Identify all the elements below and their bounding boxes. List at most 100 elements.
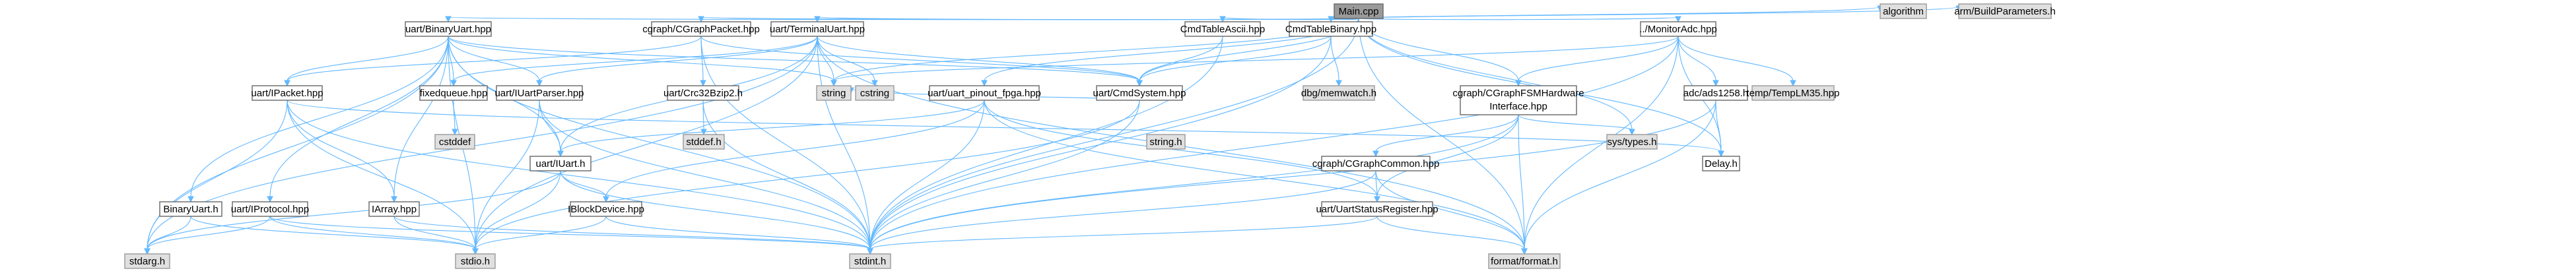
node-delay[interactable]: Delay.h [1702, 156, 1740, 171]
edge-fsmhw-to-systypes [1518, 114, 1635, 136]
node-box [1683, 85, 1748, 101]
edge-arrowhead [1712, 80, 1719, 87]
edge-arrowhead [284, 80, 290, 87]
node-label: uart/TerminalUart.hpp [770, 24, 865, 35]
node-box [1640, 21, 1716, 37]
edge-monitoradc-to-fsmhw [1515, 36, 1679, 87]
edge-line [1375, 114, 1519, 152]
edge-main-to-fsmhw [1358, 18, 1522, 87]
node-memwatch[interactable]: dbg/memwatch.h [1301, 85, 1376, 101]
edge-arrowhead [187, 196, 194, 203]
edge-line [817, 36, 834, 82]
edge-terminaluart-to-stdint [817, 36, 873, 255]
edge-uartpinout-to-iuart [557, 100, 985, 158]
node-label: IBlockDevice.hpp [568, 204, 644, 215]
edge-line [869, 18, 1359, 250]
node-cmdtableascii[interactable]: CmdTableAscii.hpp [1180, 21, 1265, 37]
edge-main-to-buildparams [1358, 5, 1962, 19]
node-label: Main.cpp [1339, 6, 1379, 17]
node-binaryuart[interactable]: uart/BinaryUart.hpp [405, 21, 492, 37]
node-binaryuarth[interactable]: BinaryUart.h [159, 201, 222, 217]
node-box [252, 85, 323, 101]
node-statusreg[interactable]: uart/UartStatusRegister.hpp [1316, 201, 1439, 217]
node-box [1303, 85, 1375, 101]
edge-cmdtableascii-to-cmdsystem [1136, 36, 1223, 87]
node-box [1321, 156, 1431, 171]
node-iarray[interactable]: IArray.hpp [368, 201, 420, 217]
node-ads1258[interactable]: adc/ads1258.h [1683, 85, 1748, 101]
edge-line [1375, 170, 1525, 250]
node-cmdtablebinary[interactable]: CmdTableBinary.hpp [1285, 21, 1376, 37]
node-cmdsystem[interactable]: uart/CmdSystem.hpp [1093, 85, 1186, 101]
edge-line [700, 36, 1140, 82]
edge-arrowhead [1136, 80, 1143, 87]
node-uartpinout[interactable]: uart/uart_pinout_fpga.hpp [928, 85, 1041, 101]
node-stringh[interactable]: string.h [1146, 134, 1186, 150]
node-label: cstddef [439, 137, 471, 148]
edge-line [869, 100, 1716, 250]
node-box [1751, 85, 1835, 101]
node-label: CmdTableAscii.hpp [1180, 24, 1265, 35]
node-iuart[interactable]: uart/IUart.h [529, 156, 592, 171]
node-box [434, 134, 475, 150]
node-buildparams[interactable]: arm/BuildParameters.h [1954, 3, 2056, 19]
node-cgraphcommon[interactable]: cgraph/CGraphCommon.hpp [1312, 156, 1440, 171]
edge-arrowhead [1515, 80, 1522, 87]
edge-monitoradc-to-templm35 [1678, 36, 1796, 87]
node-label: CmdTableBinary.hpp [1285, 24, 1376, 35]
node-monitoradc[interactable]: ../MonitorAdc.hpp [1639, 21, 1717, 37]
edge-arrowhead [472, 248, 479, 255]
node-string[interactable]: string [816, 85, 852, 101]
node-box [232, 201, 308, 217]
node-box [816, 85, 852, 101]
node-terminaluart[interactable]: uart/TerminalUart.hpp [770, 21, 865, 37]
edge-line [1330, 36, 1339, 82]
node-stdint[interactable]: stdint.h [849, 253, 891, 269]
node-label: stdarg.h [129, 256, 165, 267]
edge-line [1524, 100, 1716, 250]
node-stdarg[interactable]: stdarg.h [124, 253, 170, 269]
node-label: BinaryUart.h [163, 204, 218, 215]
edge-binaryuart-to-iarray [391, 36, 449, 203]
node-cstring[interactable]: cstring [855, 85, 895, 101]
node-format[interactable]: format/format.h [1488, 253, 1561, 269]
edge-line [984, 100, 1378, 198]
node-crc32[interactable]: uart/Crc32Bzip2.h [663, 85, 743, 101]
edge-cmdsystem-to-stdio [472, 100, 1140, 255]
node-box [1880, 3, 1927, 19]
node-fixedqueue[interactable]: fixedqueue.hpp [419, 85, 488, 101]
node-main[interactable]: Main.cpp [1334, 3, 1384, 19]
node-iprotocol[interactable]: uart/IProtocol.hpp [231, 201, 309, 217]
node-cstddef[interactable]: cstddef [434, 134, 475, 150]
edge-binaryuarth-to-stdio [190, 216, 479, 255]
node-box [405, 21, 492, 37]
node-box [667, 85, 739, 101]
node-box [1460, 85, 1577, 115]
node-iblockdevice[interactable]: IBlockDevice.hpp [568, 201, 644, 217]
edge-arrowhead [1373, 150, 1379, 158]
edge-line [475, 100, 1140, 250]
edge-line [1139, 36, 1223, 82]
node-iuartparser[interactable]: uart/IUartParser.hpp [494, 85, 584, 101]
node-label: string.h [1149, 137, 1182, 148]
node-box [1184, 21, 1261, 37]
edge-arrowhead [867, 248, 873, 255]
edge-main-to-string [830, 18, 1359, 87]
edge-arrowhead [1374, 196, 1380, 203]
node-cgraphpacket[interactable]: cgraph/CGraphPacket.hpp [642, 21, 760, 37]
node-stdio[interactable]: stdio.h [455, 253, 496, 269]
node-templm35[interactable]: temp/TempLM35.hpp [1747, 85, 1840, 101]
node-algorithm[interactable]: algorithm [1880, 3, 1927, 19]
node-label: stdint.h [854, 256, 886, 267]
edge-line [700, 36, 871, 250]
edge-binaryuart-to-stdarg [144, 36, 449, 255]
node-systypes[interactable]: sys/types.h [1606, 134, 1658, 150]
edge-line [147, 170, 561, 250]
edge-arrowhead [698, 16, 704, 23]
edge-line [287, 100, 476, 250]
node-stddefh[interactable]: stddef.h [683, 134, 725, 150]
node-ipacket[interactable]: uart/IPacket.hpp [251, 85, 323, 101]
edge-line [1678, 36, 1716, 82]
